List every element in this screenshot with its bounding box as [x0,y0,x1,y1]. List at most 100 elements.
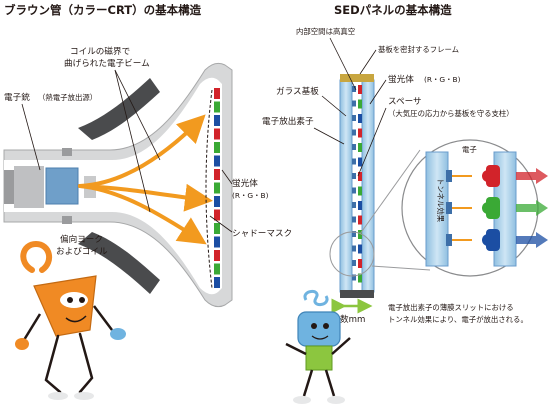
electron-label: 電子 [462,145,477,154]
mag-emitter [446,234,452,246]
sed-phosphor-sub: (R・G・B) [424,75,461,84]
sed-emitter-cell [352,158,356,165]
vacuum-label: 内部空間は高真空 [296,27,355,36]
blue-cartoon-character [285,290,351,404]
mag-light-arrow [516,200,548,216]
sed-phosphor-cell [358,230,362,239]
vacuum-leader [329,37,357,91]
sed-emitter-cell [352,216,356,223]
sed-emitter-cell [352,173,356,179]
crt-phosphor-cell [214,196,220,207]
mag-light-arrow [516,168,548,184]
crt-title: ブラウン管（カラーCRT）の基本構造 [4,3,202,17]
gun-leader [21,103,41,171]
sed-emitter-column [352,86,356,281]
crt-phosphor-sub: (R・G・B) [232,191,269,200]
mag-phosphor [486,197,500,219]
crt-tube [3,62,233,308]
coil-label-2: 曲げられた電子ビーム [64,58,150,69]
sed-phosphor-cell [358,128,362,138]
sed-phosphor-column [358,85,362,283]
sed-phosphor-cell [358,99,362,109]
sed-emitter-cell [352,274,356,281]
crt-phosphor-cell [214,209,220,221]
spacer-label: スペーサ [388,96,422,107]
frame-label: 基板を密封するフレーム [378,45,459,54]
coil-label-1: コイルの磁界で [70,45,130,57]
spacer-sub: （大気圧の応力から基板を守る支柱） [388,109,514,118]
electron-beams [78,114,213,245]
sed-emitter-cell [352,260,356,266]
mag-phosphor [486,229,500,251]
sed-phosphor-cell [358,273,362,283]
sed-phosphor-cell [358,157,362,167]
sed-phosphor-cell [358,244,362,254]
crt-phosphor-cell [214,88,220,99]
sed-emitter-cell [352,202,356,208]
mag-phosphor [486,165,500,187]
spacer-leader [357,107,387,177]
sed-phosphor-cell [358,143,362,152]
sed-phosphor-cell [358,114,362,123]
crt-phosphor-cell [214,223,220,234]
sed-emitter-cell [352,115,356,121]
mag-emitter [446,202,452,214]
coil-leader-1 [114,69,161,161]
shadow-mask-leader [209,215,233,233]
frame-leader [359,49,377,75]
crt-phosphor-cell [214,263,220,275]
sed-phosphor-cell [358,201,362,210]
sed-emitter-cell [352,187,356,194]
crt-phosphor-cell [214,236,220,248]
glass-label: ガラス基板 [276,85,319,97]
crt-phosphor-cell [214,182,220,194]
sed-phosphor-cell [358,85,362,94]
shadow-mask-label: シャドーマスク [232,228,292,239]
crt-phosphor-cell [214,115,220,126]
crt-phosphor-cell [214,142,220,153]
crt-phosphor-leader [221,169,233,185]
crt-phosphor-cell [214,250,220,261]
crt-phosphor-cell [214,155,220,167]
electron-gun-block [45,167,79,205]
sed-phosphor-cell [358,172,362,181]
tunnel-label: トンネル効果 [436,178,445,223]
sed-title: SEDパネルの基本構造 [334,3,452,17]
magnified-rows [446,165,548,251]
caption-line-2: トンネル効果により、電子が放出される。 [388,315,528,324]
gap-label: 数mm [340,313,365,325]
sed-emitter-cell [352,129,356,136]
crt-phosphor-strip [214,88,220,288]
sed-emitter-cell [352,100,356,107]
orange-cartoon-character [15,240,126,400]
crt-gun-sub: （熱電子放出源） [38,93,97,102]
sed-phosphor-leader [369,79,387,105]
crt-phosphor-cell [214,128,220,140]
sed-phosphor-cell [358,186,362,196]
sed-panel [339,74,375,298]
sed-phosphor-label: 蛍光体 [388,73,414,85]
sed-phosphor-cell [358,259,362,268]
sed-phosphor-cell [358,215,362,225]
crt-gun-label: 電子銃 [4,91,30,103]
coil-leader-2 [114,69,151,213]
emitter-leader [313,127,345,145]
crt-phosphor-cell [214,277,220,288]
yoke-label-1: 偏向ヨーク [60,233,103,245]
zoom-line-bottom [371,265,431,271]
mag-emitter [446,170,452,182]
caption-line-1: 電子放出素子の薄膜スリットにおける [388,303,514,312]
shadow-mask-line [205,89,213,289]
crt-phosphor-cell [214,169,220,180]
emitter-label: 電子放出素子 [262,115,314,127]
zoom-source-circle [329,231,375,277]
crt-phosphor-cell [214,101,220,113]
yoke-label-2: およびコイル [56,246,108,257]
zoom-line-top [359,149,421,235]
crt-phosphor-label: 蛍光体 [232,177,258,189]
sed-emitter-cell [352,245,356,252]
sed-emitter-cell [352,231,356,237]
glass-leader [321,95,347,117]
sed-emitter-cell [352,86,356,92]
